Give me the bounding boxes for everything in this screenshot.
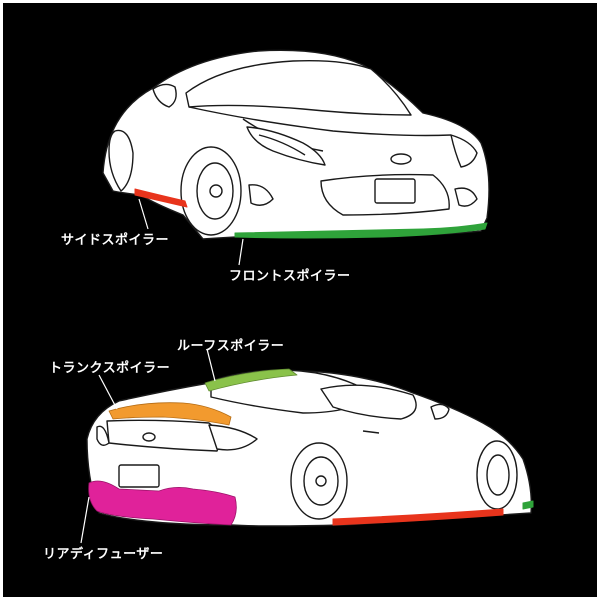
rear-view-front-lip (522, 500, 534, 510)
side-mirror (152, 83, 177, 108)
door-handle (362, 430, 380, 434)
front-wheel-hub (209, 184, 223, 198)
rear-diffuser-label: リアディフューザー (43, 547, 164, 562)
rear-side-skirt-part (332, 508, 504, 526)
fog-light (248, 184, 274, 206)
rear-wheel-partial (108, 129, 134, 192)
rear-diffuser-part (88, 480, 237, 526)
side-spoiler-label: サイドスポイラー (61, 233, 170, 248)
rear-car (80, 348, 534, 544)
front-car (102, 49, 490, 266)
rear-wheel-hub (315, 475, 327, 487)
roof-spoiler-part (204, 368, 298, 392)
far-wheel-rim (486, 454, 510, 496)
front-spoiler-leader (238, 238, 244, 266)
illustration-panel: サイドスポイラー フロントスポイラー ルーフスポイラー トランクスポイラー リア… (3, 3, 597, 597)
side-window (320, 384, 417, 420)
roof-spoiler-leader (206, 348, 216, 382)
rear-side-mirror (430, 403, 450, 420)
trunk-spoiler-part (108, 402, 232, 426)
headlight-detail (258, 134, 306, 156)
license-plate (374, 178, 416, 204)
front-emblem (390, 153, 412, 165)
trunk-spoiler-leader (98, 374, 118, 410)
front-spoiler-part (234, 222, 488, 239)
hood-line (188, 106, 452, 137)
car-illustrations (80, 49, 534, 544)
tail-light (208, 424, 258, 451)
fog-light (454, 187, 478, 207)
rear-license-plate (118, 464, 160, 488)
rear-emblem (142, 432, 156, 442)
rear-diffuser-leader (80, 496, 90, 544)
tail-light (96, 425, 110, 446)
roof-spoiler-label: ルーフスポイラー (177, 339, 285, 354)
headlight-right (450, 134, 478, 168)
side-spoiler-part (134, 188, 188, 208)
side-spoiler-leader (138, 198, 149, 230)
trunk-spoiler-label: トランクスポイラー (49, 361, 171, 376)
front-spoiler-label: フロントスポイラー (229, 269, 351, 284)
front-windshield (185, 60, 412, 116)
